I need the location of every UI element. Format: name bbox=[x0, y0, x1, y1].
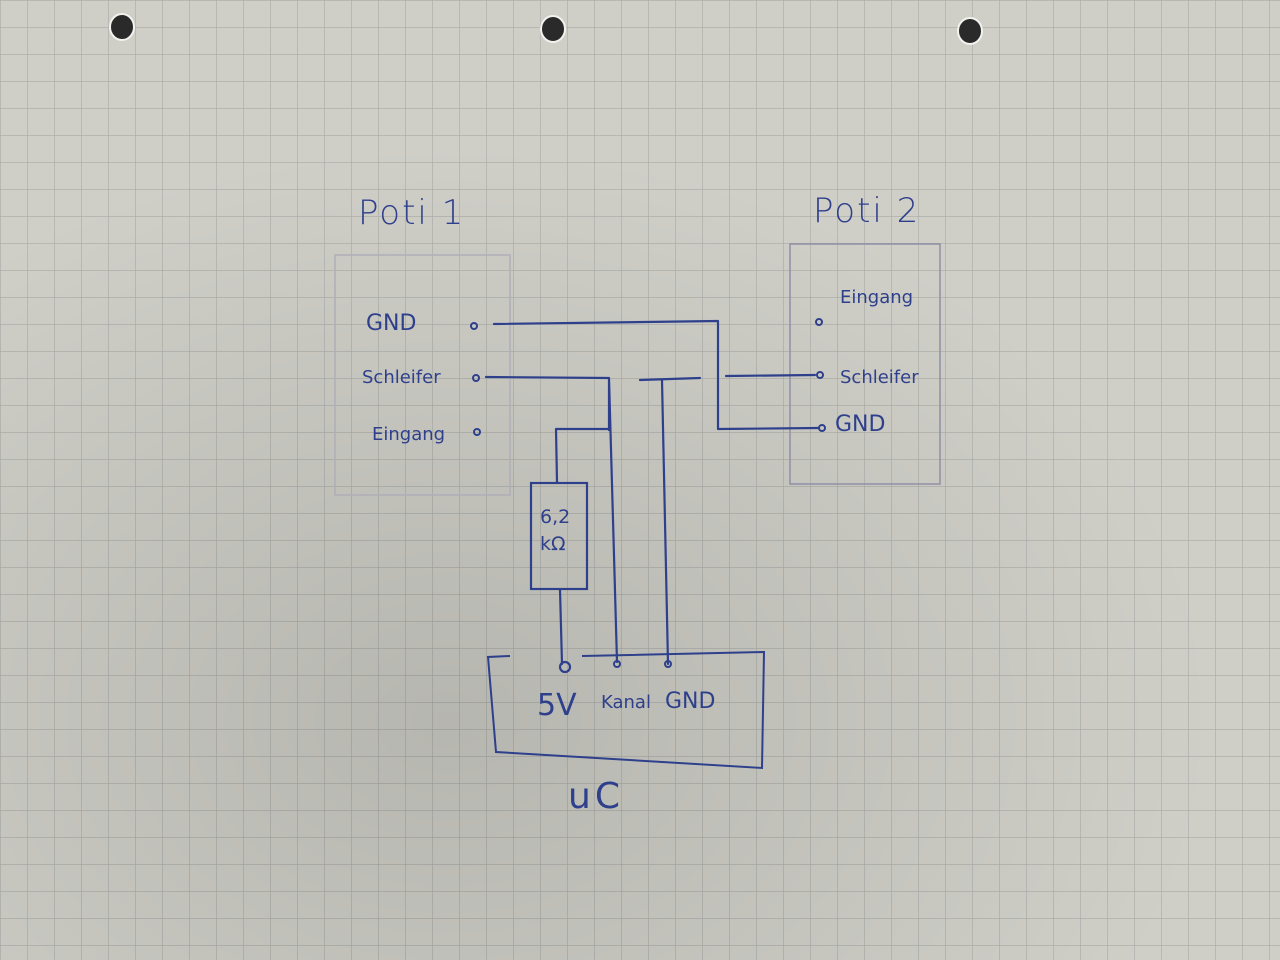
poti2-outline bbox=[789, 243, 941, 485]
wire-resistor-to-5v bbox=[558, 588, 564, 666]
uc-label: uC bbox=[568, 776, 624, 817]
uc-block: 5V Kanal GND uC bbox=[486, 650, 766, 817]
poti1-pin-gnd-terminal bbox=[470, 322, 478, 330]
uc-pin-gnd-label: GND bbox=[665, 689, 715, 714]
wire-gnd-poti1-to-poti2 bbox=[492, 319, 820, 431]
uc-pin-gnd-terminal bbox=[664, 660, 672, 668]
poti1-pin-schleifer-label: Schleifer bbox=[362, 367, 441, 388]
poti2-block: Poti 2 Eingang Schleifer GND bbox=[789, 191, 941, 485]
resistor-unit: kΩ bbox=[540, 533, 566, 555]
resistor-value: 6,2 bbox=[540, 506, 570, 528]
punch-hole-middle bbox=[540, 15, 566, 43]
poti2-pin-eingang-label: Eingang bbox=[840, 287, 913, 308]
wire-gnd-uc bbox=[638, 376, 702, 666]
uc-pin-5v-label: 5V bbox=[537, 688, 577, 723]
wire-schleifer-poti2 bbox=[724, 373, 817, 378]
poti1-block: Poti 1 GND Schleifer Eingang bbox=[334, 193, 511, 496]
wire-resistor-top bbox=[554, 427, 611, 484]
uc-pin-kanal-terminal bbox=[613, 660, 621, 668]
poti2-pin-eingang-terminal bbox=[815, 318, 823, 326]
poti2-pin-gnd-label: GND bbox=[835, 412, 885, 437]
uc-pin-5v-terminal bbox=[558, 660, 572, 674]
punch-hole-left bbox=[109, 13, 135, 41]
poti1-title: Poti 1 bbox=[358, 193, 465, 233]
poti1-outline bbox=[334, 254, 511, 496]
wires bbox=[484, 319, 820, 666]
poti2-title: Poti 2 bbox=[813, 191, 920, 231]
poti1-pin-eingang-terminal bbox=[473, 428, 481, 436]
poti2-pin-schleifer-terminal bbox=[816, 371, 824, 379]
punch-hole-right bbox=[957, 17, 983, 45]
wire-schleifer-poti1-to-kanal bbox=[484, 375, 619, 664]
uc-pin-kanal-label: Kanal bbox=[601, 692, 651, 713]
resistor: 6,2 kΩ bbox=[529, 481, 589, 591]
uc-outline bbox=[486, 650, 766, 770]
poti1-pin-eingang-label: Eingang bbox=[372, 424, 445, 445]
poti1-pin-gnd-label: GND bbox=[366, 311, 416, 336]
poti1-pin-schleifer-terminal bbox=[472, 374, 480, 382]
poti2-pin-schleifer-label: Schleifer bbox=[840, 367, 919, 388]
resistor-body bbox=[529, 481, 589, 591]
